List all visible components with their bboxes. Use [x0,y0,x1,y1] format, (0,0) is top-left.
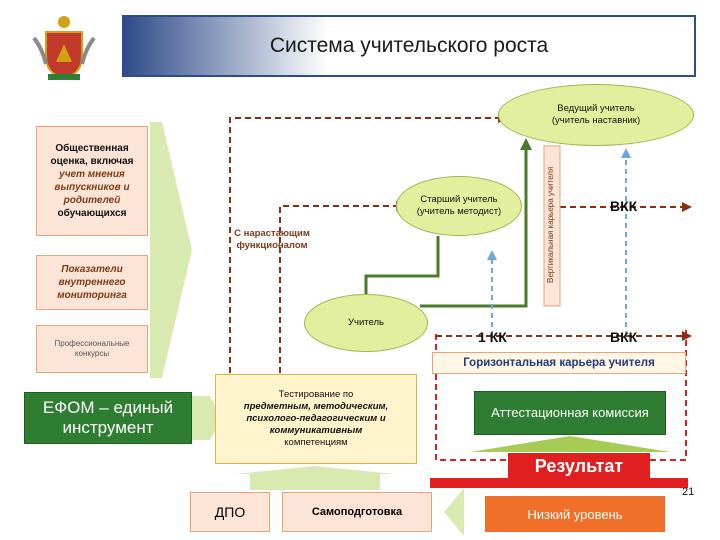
coat-of-arms-icon [28,12,100,84]
efom-arrow [192,396,222,440]
increasing-func-label: С нарастающим функционалом [234,228,310,251]
vkk-top-label: ВКК [610,198,638,214]
senior-teacher-level: Старший учитель(учитель методист) [396,176,522,236]
bottom-left-arrow [444,488,464,536]
monitoring-box: Показатели внутреннего мониторинга [36,255,148,310]
result-label: Результат [508,453,650,479]
efom-box: ЕФОМ – единый инструмент [24,392,192,444]
public-assessment-box: Общественная оценка, включая учет мнения… [36,126,148,236]
testing-box: Тестирование по предметным, методическим… [215,374,417,464]
contests-box: Профессиональные конкурсы [36,325,148,373]
vertical-career-label: Вертикальная карьера учителя [546,166,555,284]
vkk-mid-label: ВКК [610,329,638,345]
up-arrow-testing [235,466,395,490]
low-level-box: Низкий уровень [485,496,665,532]
lead-teacher-level: Ведущий учитель(учитель наставник) [498,84,694,146]
left-chevron-arrow [150,122,192,378]
dashed-mid-path [279,205,396,373]
dashed-top-path [229,117,498,373]
teacher-level: Учитель [304,294,428,352]
kk1-label: 1 КК [478,329,507,345]
horizontal-career-label: Горизонтальная карьера учителя [432,352,686,374]
dpo-box: ДПО [190,492,270,532]
dashed-red-loop [436,330,687,461]
stair-step-1 [364,236,440,294]
attestation-triangle [470,436,670,452]
self-prep-box: Самоподготовка [282,492,432,532]
stair-step-2 [420,146,528,308]
result-bar [430,478,688,488]
page-number: 21 [682,486,695,498]
attestation-box: Аттестационная комиссия [474,391,666,435]
page-title: Система учительского роста [122,15,696,77]
